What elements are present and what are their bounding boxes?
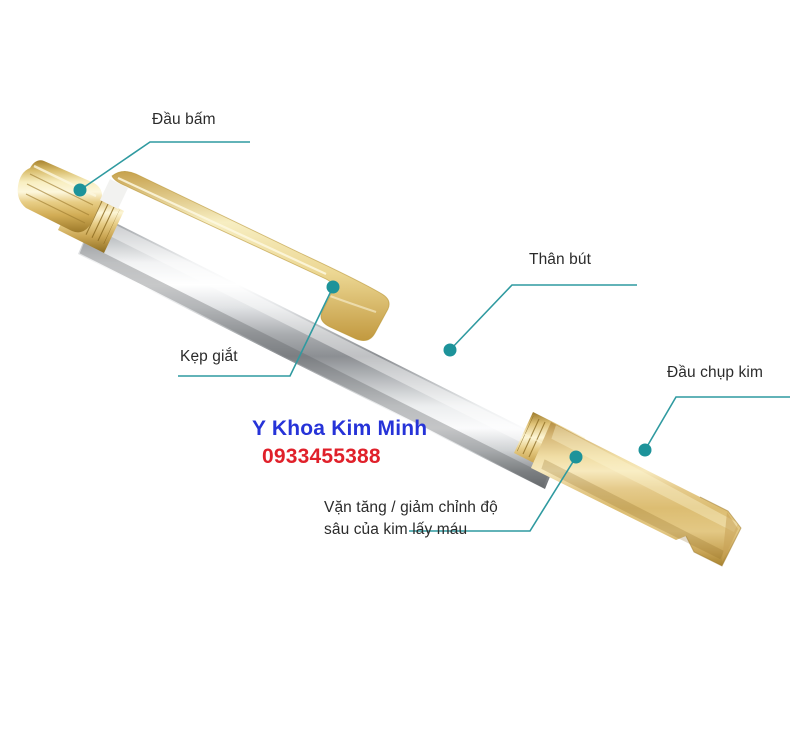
dot-dau-bam [73,183,87,197]
leader-kep-giat [178,286,334,377]
watermark-company-name: Y Khoa Kim Minh [252,417,428,440]
callout-label-dau-chup-kim: Đầu chụp kim [667,364,763,381]
clip-root-collar [100,179,128,209]
leader-dau-bam [79,141,250,191]
dot-than-but [443,343,457,357]
leader-dau-chup-kim [644,396,790,451]
needle-cap-gold [531,422,742,567]
plunger-knob-gold [17,160,124,253]
pen-clip-gold [111,171,390,341]
watermark-phone-number: 0933455388 [262,445,381,468]
dot-dau-chup-kim [638,443,652,457]
callout-label-dau-bam: Đầu bấm [152,111,216,128]
callout-label-van-tang-giam-line1: Vặn tăng / giảm chỉnh độ [324,499,498,516]
pen-barrel-silver [78,213,562,489]
callout-label-than-but: Thân bút [529,251,591,268]
callout-dots [73,183,652,464]
callout-label-kep-giat: Kẹp giắt [180,348,238,365]
leader-than-but [449,284,637,351]
callout-label-van-tang-giam-line2: sâu của kim lấy máu [324,521,468,538]
leader-van-tang-giam [409,456,577,532]
callout-leaders [79,141,790,532]
dot-van-tang-giam [569,450,583,464]
knob-grooves [25,173,94,224]
pen-graphic [17,160,742,567]
dot-kep-giat [326,280,340,294]
